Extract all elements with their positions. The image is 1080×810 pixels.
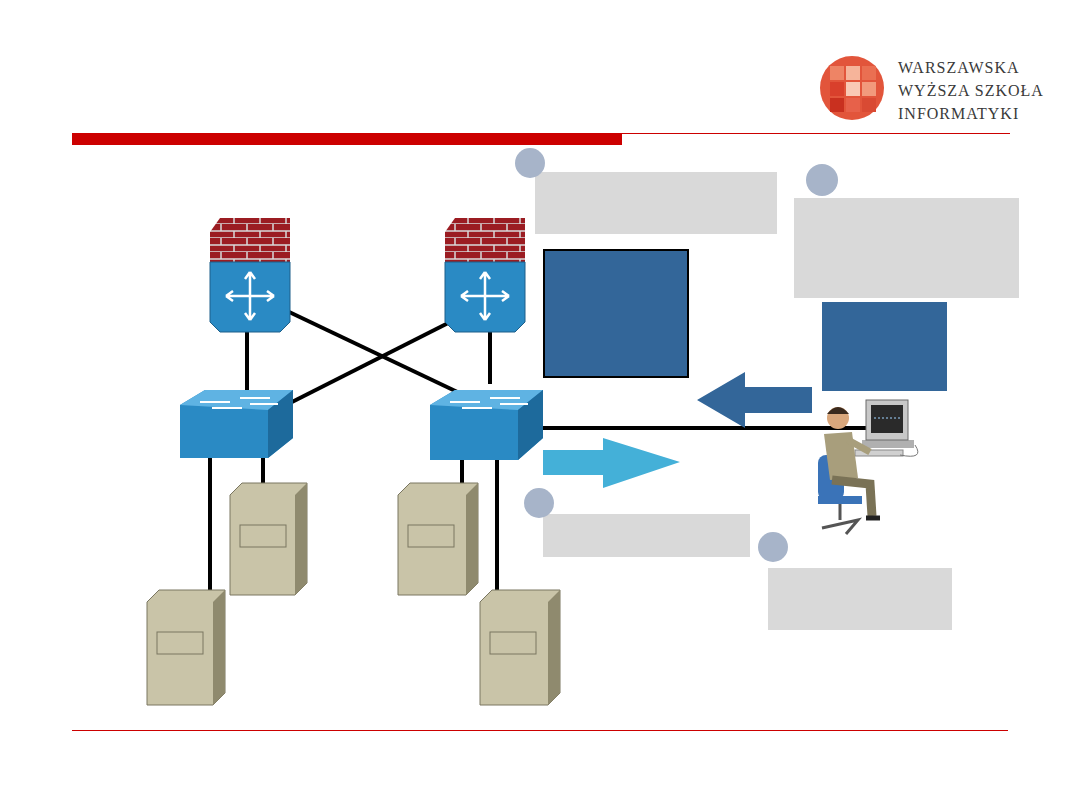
logo-mark: [820, 56, 884, 120]
logo-text: INFORMATYKI: [898, 102, 1044, 125]
logo-text: WYŻSZA SZKOŁA: [898, 79, 1044, 102]
header-bar: [72, 133, 622, 145]
empty-blue-box: [544, 250, 688, 377]
server: [480, 590, 560, 705]
user-workstation: [818, 400, 918, 534]
empty-blue-box: [822, 302, 947, 391]
callout-dot: [515, 148, 838, 562]
network-switch: [180, 390, 293, 458]
footer-rule: [72, 730, 1008, 731]
network-wires: [210, 310, 872, 595]
server: [398, 483, 478, 595]
server: [147, 590, 225, 705]
firewall-router: [445, 218, 525, 332]
network-switch: [430, 390, 543, 460]
empty-callout-box: [535, 172, 1019, 630]
left-arrow: [697, 372, 812, 428]
header-rule: [622, 133, 1010, 134]
logo-wordmark: WARSZAWSKAWYŻSZA SZKOŁAINFORMATYKI: [898, 56, 1044, 125]
right-arrow: [543, 438, 680, 488]
server: [230, 483, 307, 595]
firewall-router: [210, 218, 290, 332]
logo-text: WARSZAWSKA: [898, 56, 1044, 79]
